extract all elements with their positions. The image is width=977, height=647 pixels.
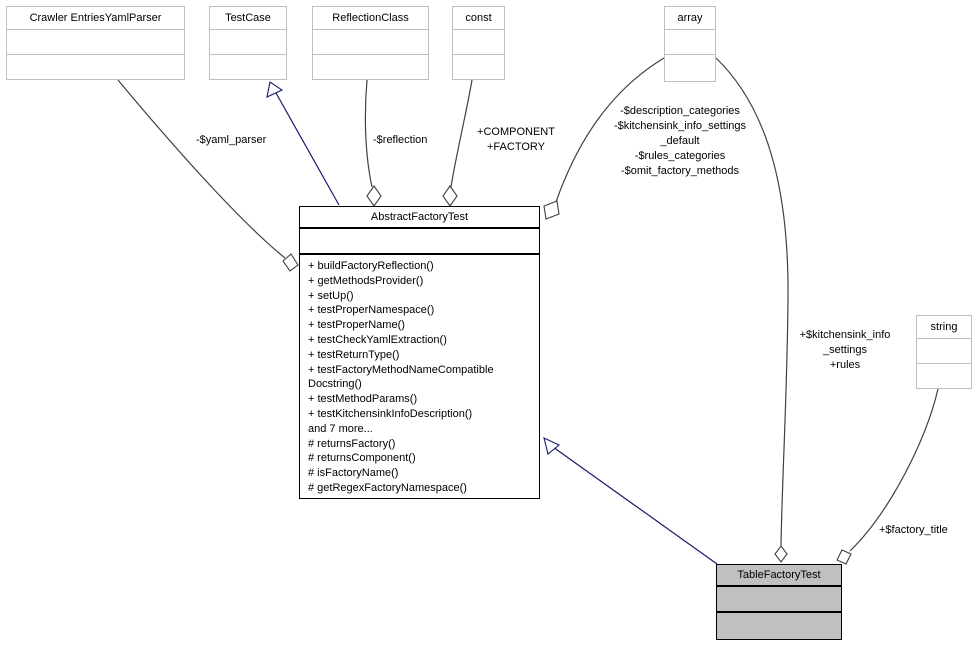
member-line: + testKitchensinkInfoDescription() xyxy=(308,407,473,420)
aggregation-diamond-array-abstract xyxy=(543,200,560,220)
edge-label-factory-title: +$factory_title xyxy=(879,524,948,536)
member-line: + getMethodsProvider() xyxy=(308,274,424,287)
inheritance-line-tablefactorytest-abstractfactorytest xyxy=(552,446,718,565)
inheritance-arrowhead-testcase xyxy=(266,81,284,98)
edge-label-array-to-abstractfactorytest: -$description_categories -$kitchensink_i… xyxy=(613,105,747,177)
attributes-compartment xyxy=(313,30,428,55)
class-node-abstractfactorytest[interactable]: AbstractFactoryTest + buildFactoryReflec… xyxy=(299,206,540,499)
member-line: # returnsFactory() xyxy=(308,437,396,450)
attributes-compartment xyxy=(453,30,504,55)
aggregation-diamond-const xyxy=(442,185,458,207)
methods-compartment xyxy=(7,55,184,79)
class-node-crawler-entriesyamlparser[interactable]: Crawler EntriesYamlParser xyxy=(6,6,185,80)
aggregation-diamond-yaml-parser xyxy=(282,253,299,272)
member-line: + testCheckYamlExtraction() xyxy=(308,333,447,346)
methods-compartment xyxy=(313,55,428,79)
edge-label-yaml-parser: -$yaml_parser xyxy=(196,134,267,146)
attributes-compartment xyxy=(300,229,539,255)
class-title: TestCase xyxy=(210,7,286,30)
edge-label-array-to-tablefactorytest: +$kitchensink_info _settings +rules xyxy=(799,329,891,371)
class-node-string[interactable]: string xyxy=(916,315,972,389)
attributes-compartment xyxy=(717,587,841,613)
edge-reflection xyxy=(364,79,373,188)
attributes-compartment xyxy=(917,339,971,364)
class-title: TableFactoryTest xyxy=(717,565,841,587)
class-node-testcase[interactable]: TestCase xyxy=(209,6,287,80)
class-node-reflectionclass[interactable]: ReflectionClass xyxy=(312,6,429,80)
class-title: const xyxy=(453,7,504,30)
inheritance-line-abstractfactorytest-testcase xyxy=(275,92,340,206)
member-line: + buildFactoryReflection() xyxy=(308,260,434,272)
class-title: string xyxy=(917,316,971,339)
member-line: + testFactoryMethodNameCompatible xyxy=(308,363,494,376)
edge-yaml-parser xyxy=(117,79,286,259)
attributes-compartment xyxy=(665,30,715,55)
class-title: array xyxy=(665,7,715,30)
class-title: Crawler EntriesYamlParser xyxy=(7,7,184,30)
class-title: ReflectionClass xyxy=(313,7,428,30)
methods-compartment xyxy=(665,55,715,79)
class-node-const[interactable]: const xyxy=(452,6,505,80)
edge-label-component-factory: +COMPONENT +FACTORY xyxy=(477,126,555,153)
member-line: # getRegexFactoryNamespace() xyxy=(308,481,467,494)
member-line: + setUp() xyxy=(308,289,354,302)
edge-label-reflection: -$reflection xyxy=(373,134,428,146)
member-line: and 7 more... xyxy=(308,422,373,435)
member-line: Docstring() xyxy=(308,378,362,391)
aggregation-diamond-reflection xyxy=(366,185,382,207)
methods-compartment: + buildFactoryReflection() + getMethodsPr… xyxy=(300,255,539,496)
aggregation-diamond-string-table xyxy=(836,549,852,565)
member-line: + testProperNamespace() xyxy=(308,304,435,317)
member-line: + testReturnType() xyxy=(308,348,400,361)
attributes-compartment xyxy=(210,30,286,55)
methods-compartment xyxy=(717,613,841,638)
inheritance-arrowhead-abstractfactorytest xyxy=(543,437,561,455)
class-node-tablefactorytest[interactable]: TableFactoryTest xyxy=(716,564,842,640)
methods-compartment xyxy=(453,55,504,79)
member-line: + testProperName() xyxy=(308,319,405,332)
methods-compartment xyxy=(210,55,286,79)
member-line: + testMethodParams() xyxy=(308,393,418,406)
member-line: # isFactoryName() xyxy=(308,467,399,480)
class-title: AbstractFactoryTest xyxy=(300,207,539,229)
member-line: # returnsComponent() xyxy=(308,452,416,465)
attributes-compartment xyxy=(7,30,184,55)
methods-compartment xyxy=(917,364,971,388)
class-node-array[interactable]: array xyxy=(664,6,716,82)
aggregation-diamond-array-table xyxy=(774,545,788,563)
